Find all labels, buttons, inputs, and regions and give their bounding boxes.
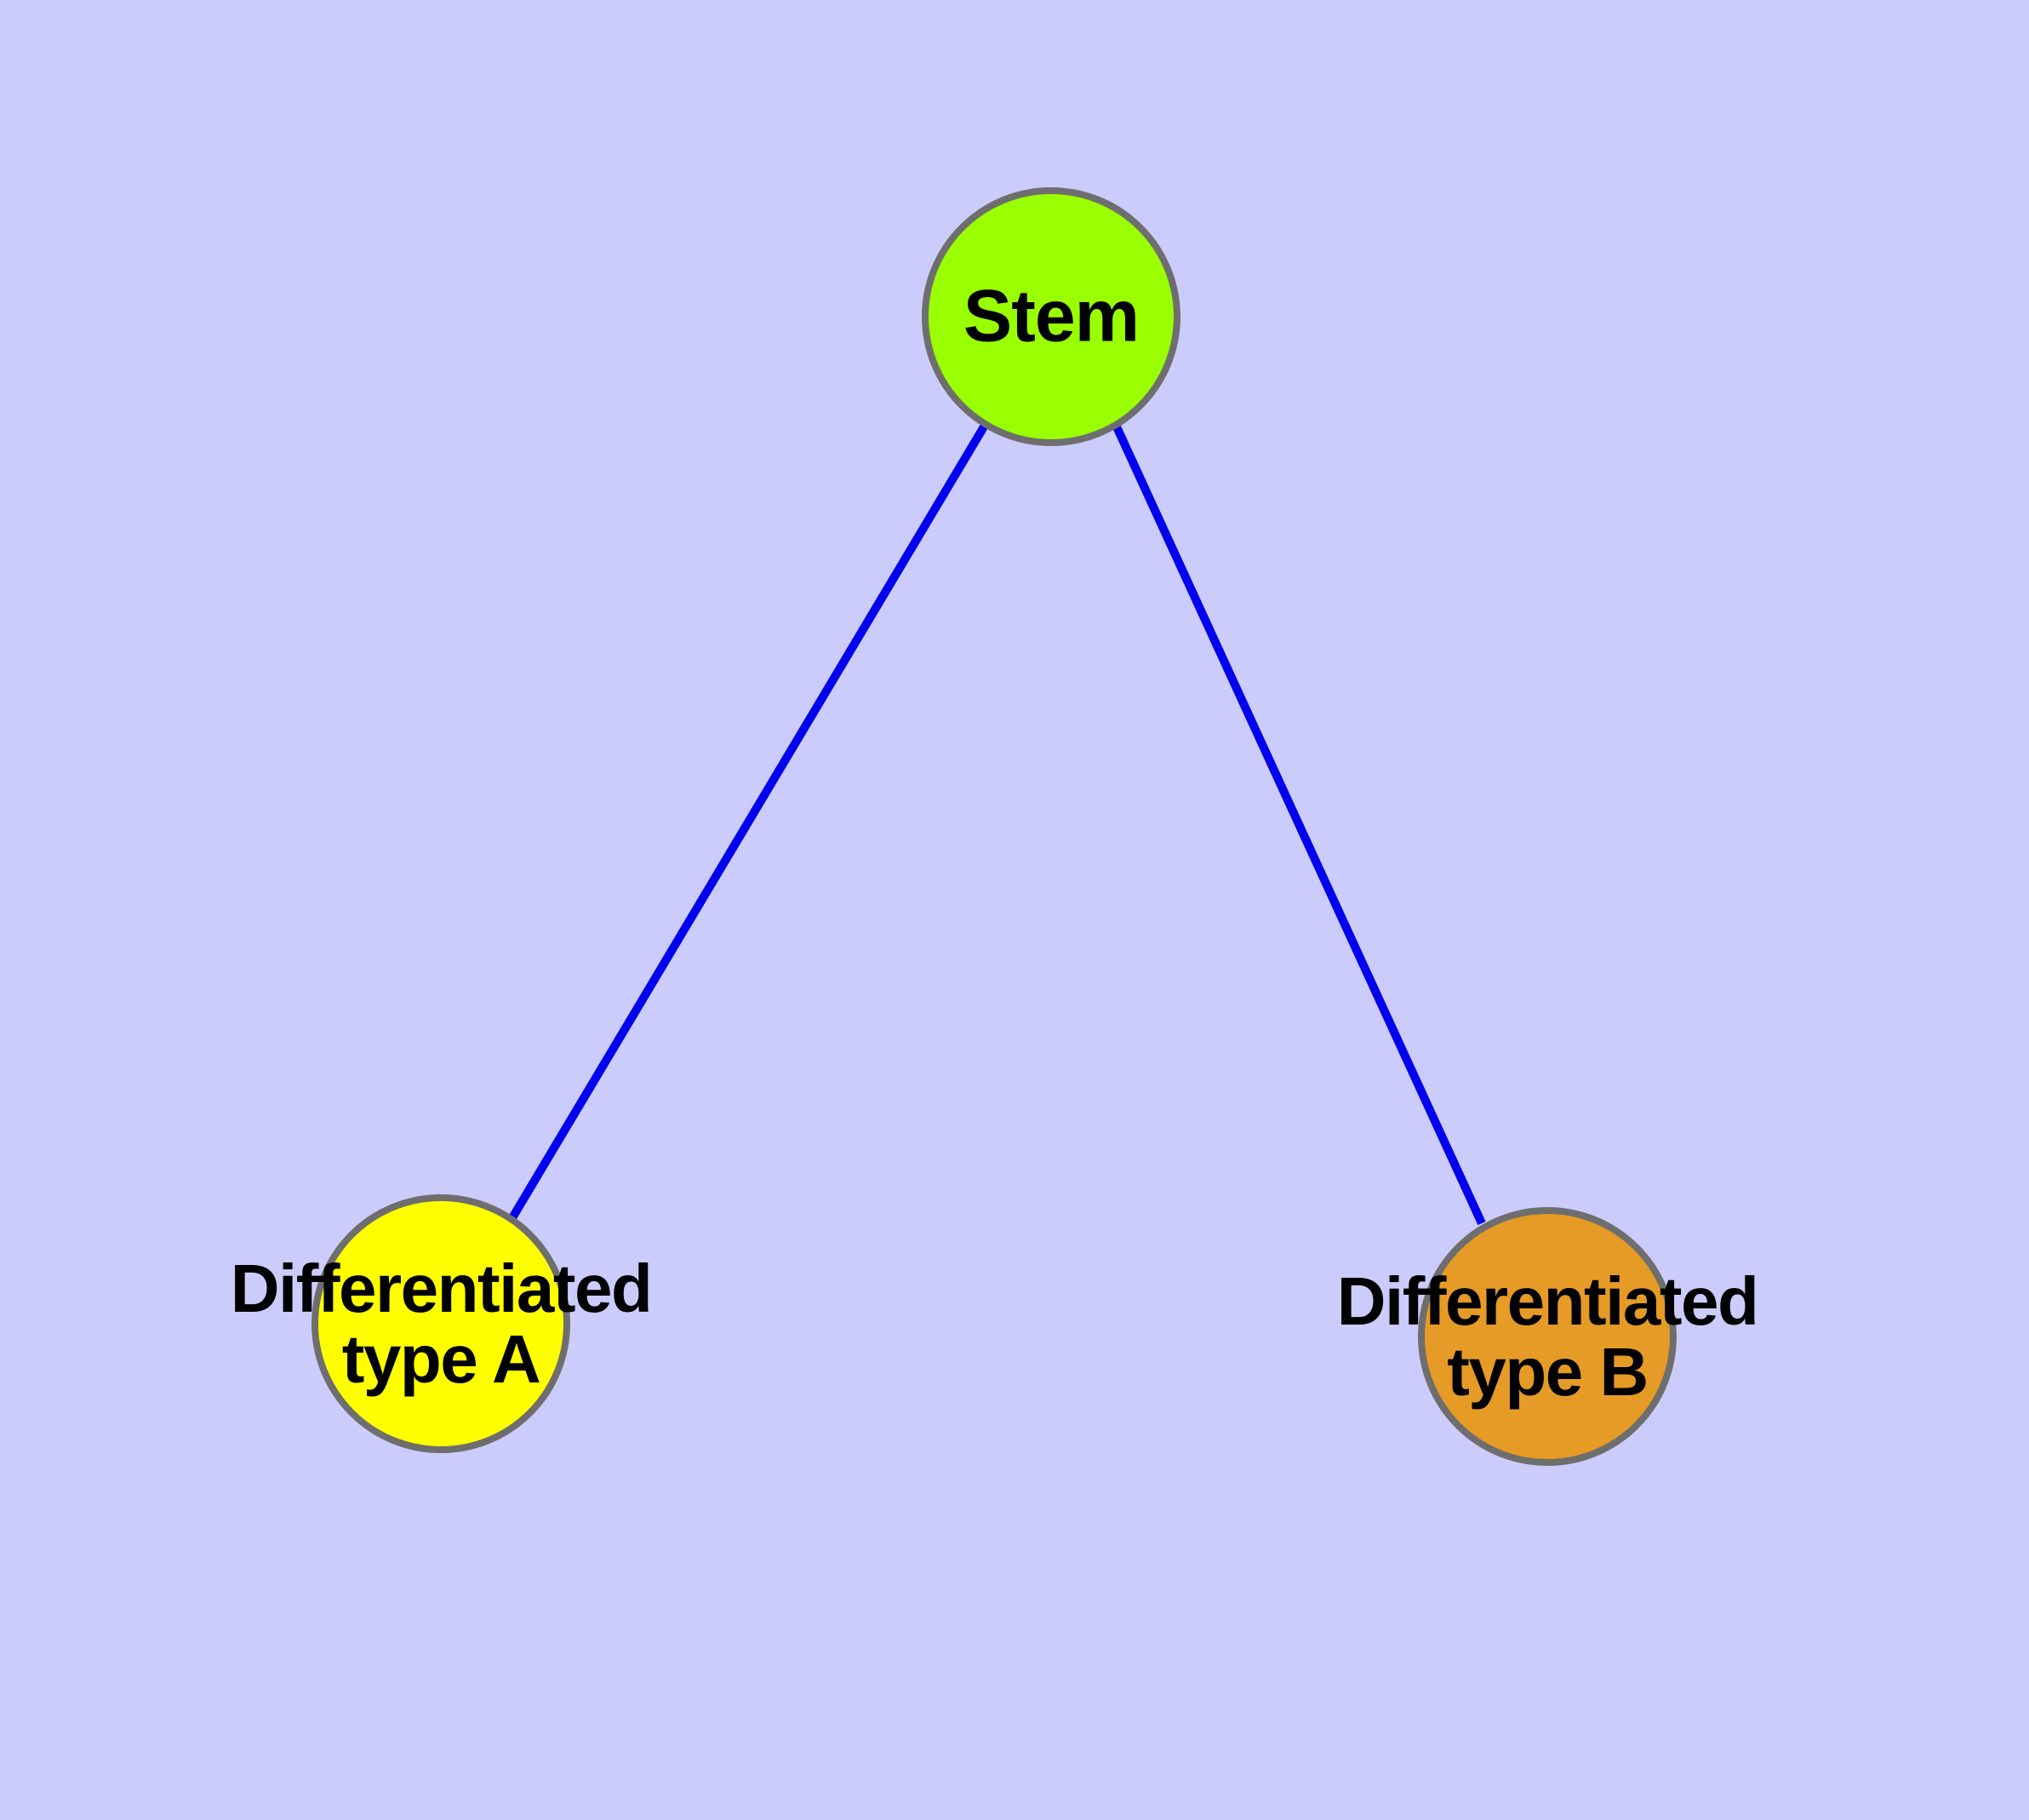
- node-circle-diff-b[interactable]: [1418, 1207, 1677, 1466]
- node-circle-diff-a[interactable]: [311, 1194, 570, 1453]
- edge-stem-to-diff-b: [1111, 421, 1486, 1226]
- edge-stem-to-diff-a: [506, 421, 990, 1223]
- node-layer: [311, 187, 1677, 1466]
- edge-layer: [506, 421, 1486, 1226]
- node-circle-stem[interactable]: [922, 187, 1180, 446]
